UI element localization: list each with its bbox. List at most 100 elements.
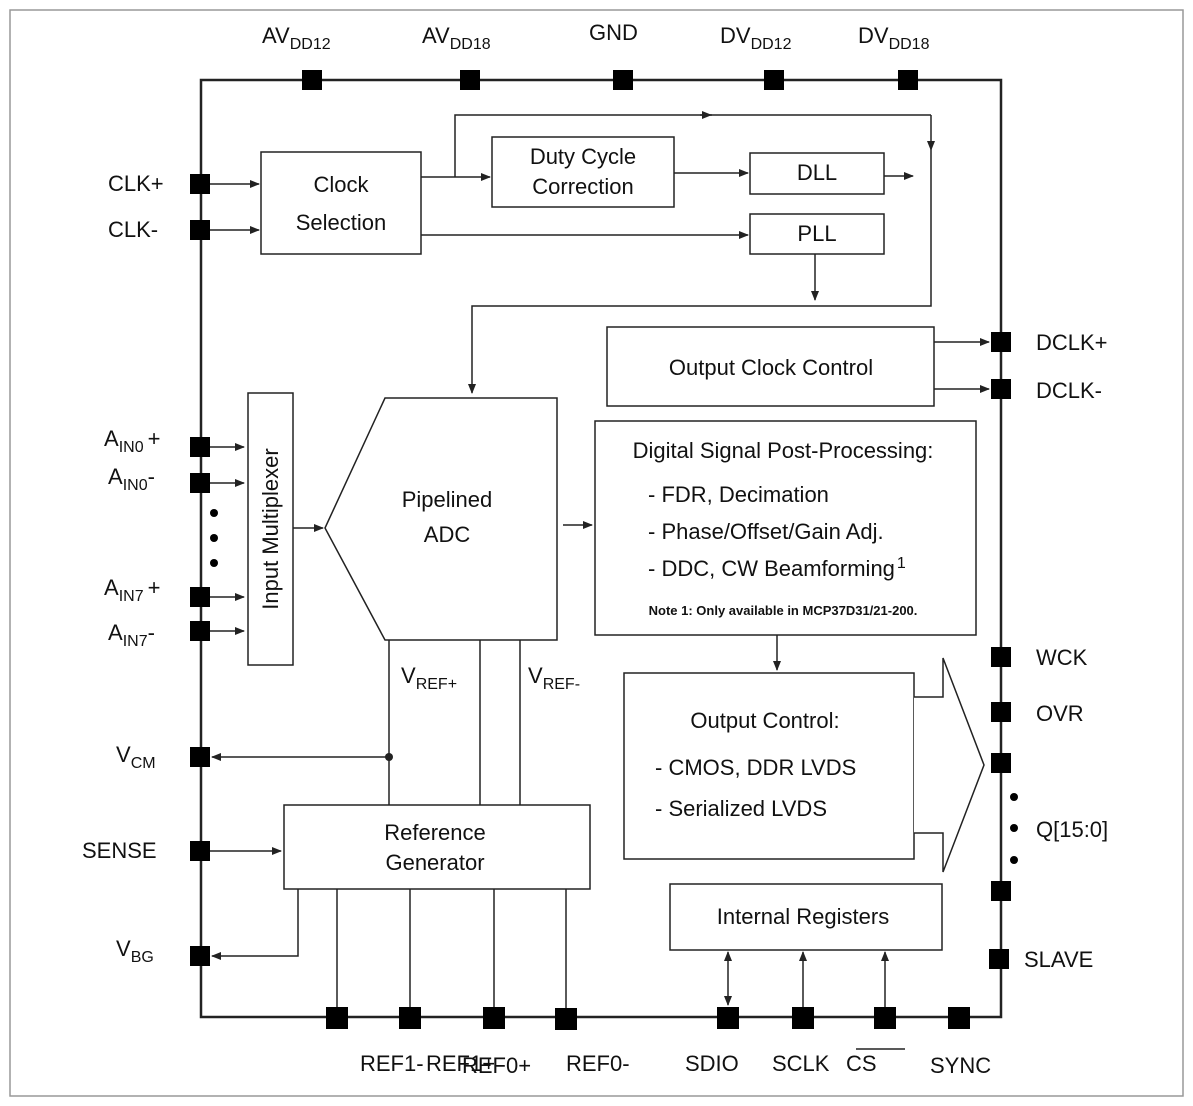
dvdd18-label: DVDD18 bbox=[858, 23, 930, 53]
vcm-pin bbox=[190, 747, 210, 767]
dclk-minus-label: DCLK- bbox=[1036, 378, 1102, 403]
ref1-plus-label: REF1+ bbox=[426, 1051, 495, 1076]
clk-minus-pin bbox=[190, 220, 210, 240]
adc-block: Pipelined ADC bbox=[324, 397, 558, 641]
wck-pin bbox=[991, 647, 1011, 667]
clock-selection-line2: Selection bbox=[296, 210, 387, 235]
wires bbox=[210, 111, 990, 1008]
dsp-title: Digital Signal Post-Processing: bbox=[633, 438, 934, 463]
dsp-item-phase: - Phase/Offset/Gain Adj. bbox=[648, 519, 884, 544]
figure-frame bbox=[9, 9, 1184, 1097]
reference-generator-line1: Reference bbox=[384, 820, 486, 845]
sclk-pin bbox=[792, 1007, 814, 1029]
output-bus-arrow bbox=[914, 657, 985, 873]
dclk-plus-label: DCLK+ bbox=[1036, 330, 1108, 355]
dvdd12-label: DVDD12 bbox=[720, 23, 792, 53]
input-mux-label: Input Multiplexer bbox=[258, 448, 283, 609]
vbg-label: VBG bbox=[116, 936, 154, 966]
output-control-block: Output Control: - CMOS, DDR LVDS - Seria… bbox=[623, 672, 915, 860]
wck-label: WCK bbox=[1036, 645, 1088, 670]
dvdd18-pin bbox=[898, 70, 918, 90]
avdd18-pin bbox=[460, 70, 480, 90]
left-pins: CLK+ CLK- AIN0+ AIN0- AIN7+ AIN7- VCM SE… bbox=[82, 171, 218, 966]
ain7-plus-pin bbox=[190, 587, 210, 607]
clk-plus-pin bbox=[190, 174, 210, 194]
slave-pin bbox=[989, 949, 1009, 969]
dclk-minus-pin bbox=[991, 379, 1011, 399]
ellipsis-dot bbox=[210, 534, 218, 542]
ref0-minus-label: REF0- bbox=[566, 1051, 630, 1076]
avdd12-pin bbox=[302, 70, 322, 90]
ellipsis-dot bbox=[210, 559, 218, 567]
input-mux-block: Input Multiplexer bbox=[247, 392, 294, 666]
avdd18-label: AVDD18 bbox=[422, 23, 491, 53]
vbg-pin bbox=[190, 946, 210, 966]
dclk-plus-pin bbox=[991, 332, 1011, 352]
output-clock-control-block: Output Clock Control bbox=[606, 326, 935, 407]
dll-block: DLL bbox=[749, 152, 885, 195]
output-control-item-serial: - Serialized LVDS bbox=[655, 796, 827, 821]
sense-pin bbox=[190, 841, 210, 861]
cs-label: CS bbox=[846, 1051, 877, 1076]
ain7-minus-label: AIN7- bbox=[108, 620, 155, 650]
dvdd12-pin bbox=[764, 70, 784, 90]
clock-selection-line1: Clock bbox=[313, 172, 369, 197]
pll-block: PLL bbox=[749, 213, 885, 255]
pll-label: PLL bbox=[797, 221, 836, 246]
ain0-minus-pin bbox=[190, 473, 210, 493]
dsp-item-fdr: - FDR, Decimation bbox=[648, 482, 829, 507]
output-control-title: Output Control: bbox=[690, 708, 839, 733]
sync-label: SYNC bbox=[930, 1053, 991, 1078]
ain0-plus-label: AIN0+ bbox=[104, 426, 160, 456]
ain0-plus-pin bbox=[190, 437, 210, 457]
vref-minus-label: VREF- bbox=[528, 663, 580, 693]
ellipsis-dot bbox=[210, 509, 218, 517]
ref1-minus-pin bbox=[326, 1007, 348, 1029]
q-dot bbox=[1010, 856, 1018, 864]
gnd-label: GND bbox=[589, 20, 638, 45]
q-label: Q[15:0] bbox=[1036, 817, 1108, 842]
reference-generator-block: Reference Generator bbox=[283, 804, 591, 890]
sdio-pin bbox=[717, 1007, 739, 1029]
sdio-label: SDIO bbox=[685, 1051, 739, 1076]
cs-pin bbox=[874, 1007, 896, 1029]
ref1-plus-pin bbox=[399, 1007, 421, 1029]
ref1-minus-label: REF1- bbox=[360, 1051, 424, 1076]
sense-label: SENSE bbox=[82, 838, 157, 863]
q-dot bbox=[1010, 793, 1018, 801]
gnd-pin bbox=[613, 70, 633, 90]
dsp-block: Digital Signal Post-Processing: - FDR, D… bbox=[594, 420, 977, 636]
duty-cycle-line2: Correction bbox=[532, 174, 633, 199]
clock-selection-block: Clock Selection bbox=[260, 151, 422, 255]
ovr-pin bbox=[991, 702, 1011, 722]
ref0-plus-label: REF0+ bbox=[462, 1053, 531, 1078]
sclk-label: SCLK bbox=[772, 1051, 830, 1076]
duty-cycle-block: Duty Cycle Correction bbox=[491, 136, 675, 208]
clk-minus-label: CLK- bbox=[108, 217, 158, 242]
ain7-minus-pin bbox=[190, 621, 210, 641]
clk-plus-label: CLK+ bbox=[108, 171, 164, 196]
right-pins: DCLK+ DCLK- WCK OVR Q[15:0] SLAVE bbox=[989, 330, 1108, 972]
avdd12-label: AVDD12 bbox=[262, 23, 331, 53]
q-dot bbox=[1010, 824, 1018, 832]
ain7-plus-label: AIN7+ bbox=[104, 575, 160, 605]
chip-outline bbox=[199, 78, 1003, 1019]
ovr-label: OVR bbox=[1036, 701, 1084, 726]
slave-label: SLAVE bbox=[1024, 947, 1093, 972]
dsp-note: Note 1: Only available in MCP37D31/21-20… bbox=[649, 603, 918, 618]
vcm-label: VCM bbox=[116, 742, 156, 772]
ref0-minus-pin bbox=[555, 1008, 577, 1030]
top-pins: AVDD12 AVDD18 GND DVDD12 DVDD18 bbox=[262, 20, 930, 90]
output-clock-control-label: Output Clock Control bbox=[669, 355, 873, 380]
duty-cycle-line1: Duty Cycle bbox=[530, 144, 636, 169]
q-pin-bottom bbox=[991, 881, 1011, 901]
sync-pin bbox=[948, 1007, 970, 1029]
reference-generator-line2: Generator bbox=[385, 850, 484, 875]
adc-line2: ADC bbox=[424, 522, 471, 547]
bottom-pins: REF1- REF1+ REF0+ REF0- SDIO SCLK CS SYN… bbox=[326, 1007, 991, 1078]
internal-registers-block: Internal Registers bbox=[669, 883, 943, 951]
q-pin-top bbox=[991, 753, 1011, 773]
vref-plus-label: VREF+ bbox=[401, 663, 457, 693]
